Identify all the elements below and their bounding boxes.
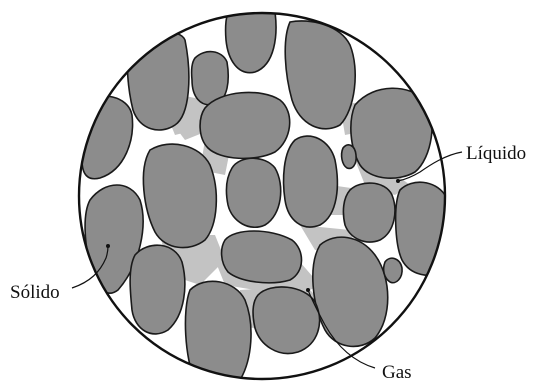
- grain: [284, 136, 338, 227]
- gas-pointer-dot: [306, 288, 310, 292]
- grain: [226, 158, 280, 227]
- grain: [342, 145, 357, 169]
- grain: [396, 182, 445, 275]
- grain: [384, 258, 402, 283]
- grain: [222, 231, 302, 283]
- gas-label: Gas: [382, 362, 412, 382]
- grain: [343, 183, 394, 242]
- grain: [127, 32, 188, 130]
- grain: [200, 92, 290, 158]
- solid-pointer-dot: [106, 244, 110, 248]
- grain: [143, 144, 216, 247]
- solid-label: Sólido: [10, 282, 60, 303]
- liquid-pointer-dot: [396, 179, 400, 183]
- grain: [130, 245, 185, 334]
- liquid-label: Líquido: [466, 143, 526, 164]
